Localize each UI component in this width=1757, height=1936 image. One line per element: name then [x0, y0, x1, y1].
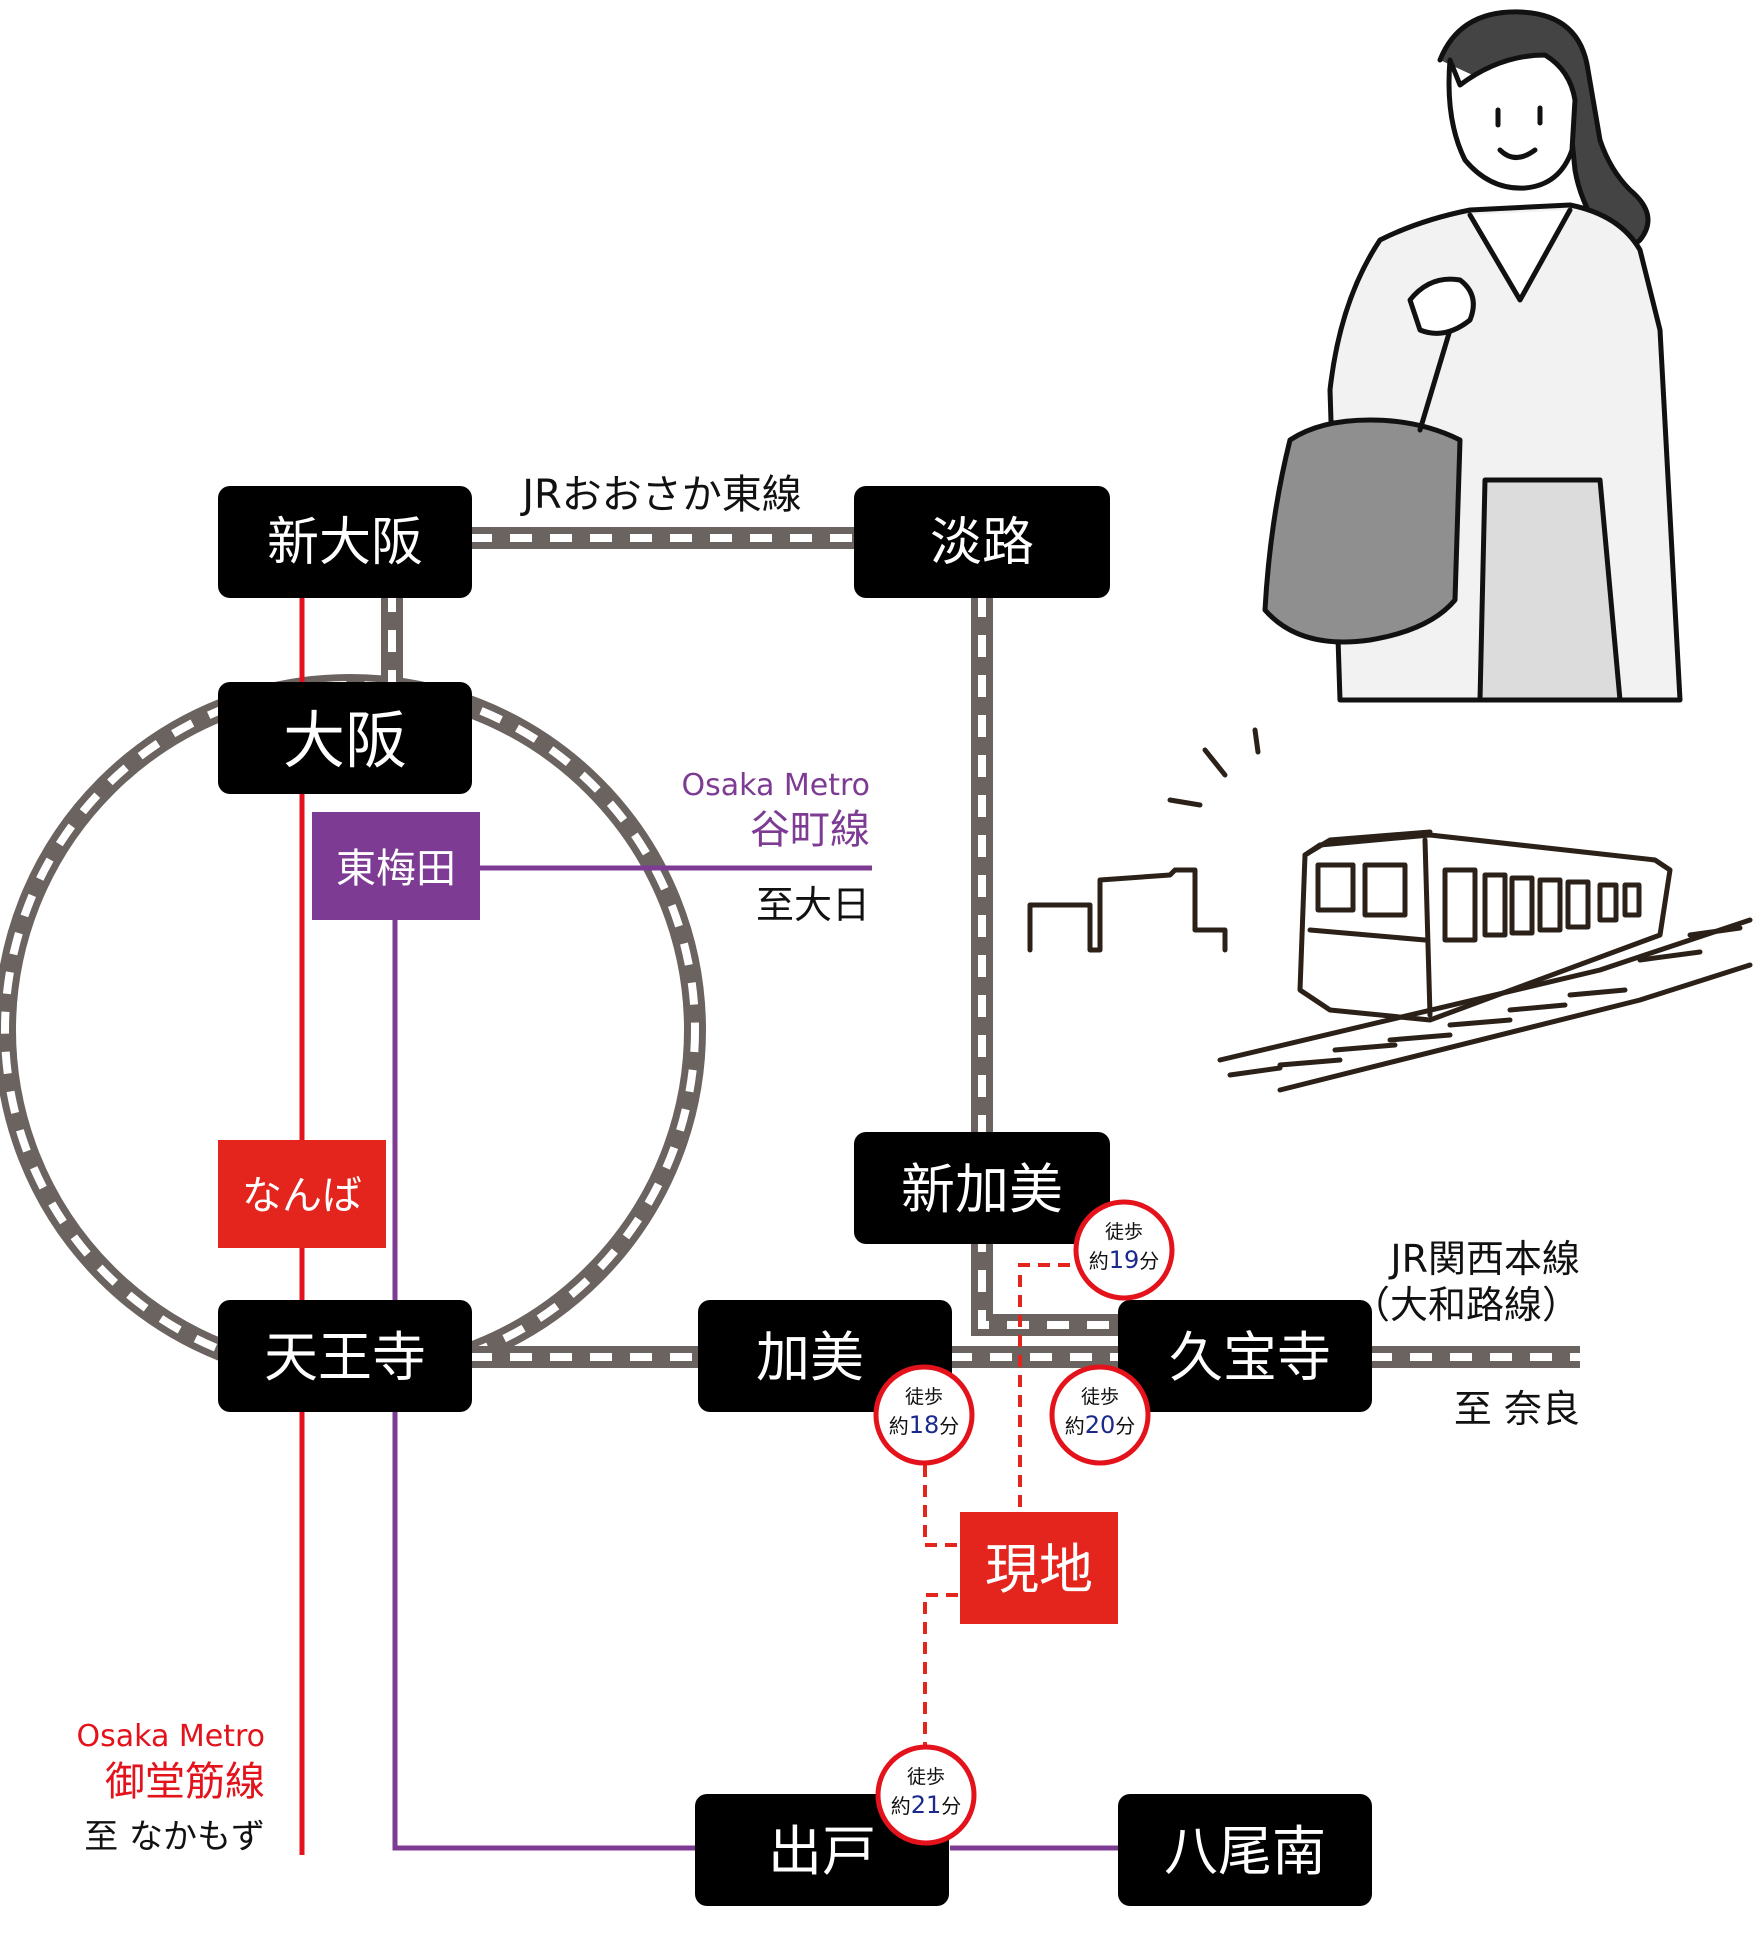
jr-osaka-higashi-line	[381, 527, 1120, 1336]
jr-kansai-label-1: JR関西本線	[1388, 1237, 1580, 1281]
destination-genchi[interactable]: 現地	[960, 1512, 1118, 1624]
station-label: 加美	[756, 1326, 864, 1389]
svg-text:約18分: 約18分	[889, 1411, 960, 1439]
tanimachi-line	[392, 865, 1120, 1851]
midosuji-name-label: 御堂筋線	[105, 1759, 265, 1805]
station-label: 大阪	[283, 704, 407, 777]
walk-badge-dedo: 徒歩 約21分	[875, 1744, 977, 1846]
svg-text:約20分: 約20分	[1065, 1411, 1136, 1439]
svg-text:徒歩: 徒歩	[907, 1766, 945, 1788]
station-label: 東梅田	[336, 846, 456, 892]
station-label: 久宝寺	[1169, 1326, 1331, 1389]
walk-badge-shinkami: 徒歩 約19分	[1073, 1199, 1175, 1301]
station-tennoji[interactable]: 天王寺	[218, 1300, 472, 1412]
station-label: 新加美	[901, 1158, 1063, 1221]
station-label: 八尾南	[1164, 1820, 1326, 1883]
train-illustration	[1027, 727, 1753, 1093]
walk-badge-kami: 徒歩 約18分	[873, 1364, 975, 1466]
svg-text:約19分: 約19分	[1089, 1246, 1160, 1274]
tanimachi-name-label: 谷町線	[750, 807, 870, 853]
station-shinkami[interactable]: 新加美	[854, 1132, 1110, 1244]
station-shin-osaka[interactable]: 新大阪	[218, 486, 472, 598]
station-label: 現地	[985, 1538, 1093, 1601]
station-yao-minami[interactable]: 八尾南	[1118, 1794, 1372, 1906]
station-namba[interactable]: なんば	[218, 1140, 386, 1248]
tanimachi-company-label: Osaka Metro	[681, 768, 870, 803]
walking-routes	[923, 1263, 1070, 1770]
midosuji-company-label: Osaka Metro	[76, 1719, 265, 1754]
station-awaji[interactable]: 淡路	[854, 486, 1110, 598]
station-label: 出戸	[768, 1820, 876, 1883]
station-higashi-umeda[interactable]: 東梅田	[312, 812, 480, 920]
station-kyuhoji[interactable]: 久宝寺	[1118, 1300, 1372, 1412]
tanimachi-dest-label: 至大日	[756, 883, 870, 927]
jr-osaka-higashi-label: JRおおさか東線	[519, 472, 802, 518]
walk-badge-kyuhoji: 徒歩 約20分	[1049, 1364, 1151, 1466]
station-label: 天王寺	[264, 1326, 426, 1389]
woman-commuter-illustration	[1262, 9, 1683, 703]
svg-text:徒歩: 徒歩	[1105, 1221, 1143, 1243]
svg-text:徒歩: 徒歩	[1081, 1386, 1119, 1408]
station-label: なんば	[242, 1173, 362, 1219]
station-label: 新大阪	[267, 513, 423, 573]
kansai-dest-label: 至 奈良	[1454, 1387, 1580, 1431]
station-label: 淡路	[930, 513, 1034, 573]
jr-kansai-label-2: （大和路線）	[1352, 1283, 1580, 1327]
svg-text:徒歩: 徒歩	[905, 1386, 943, 1408]
midosuji-dest-label: 至 なかもず	[84, 1817, 265, 1857]
svg-text:約21分: 約21分	[891, 1791, 962, 1819]
station-osaka[interactable]: 大阪	[218, 682, 472, 794]
